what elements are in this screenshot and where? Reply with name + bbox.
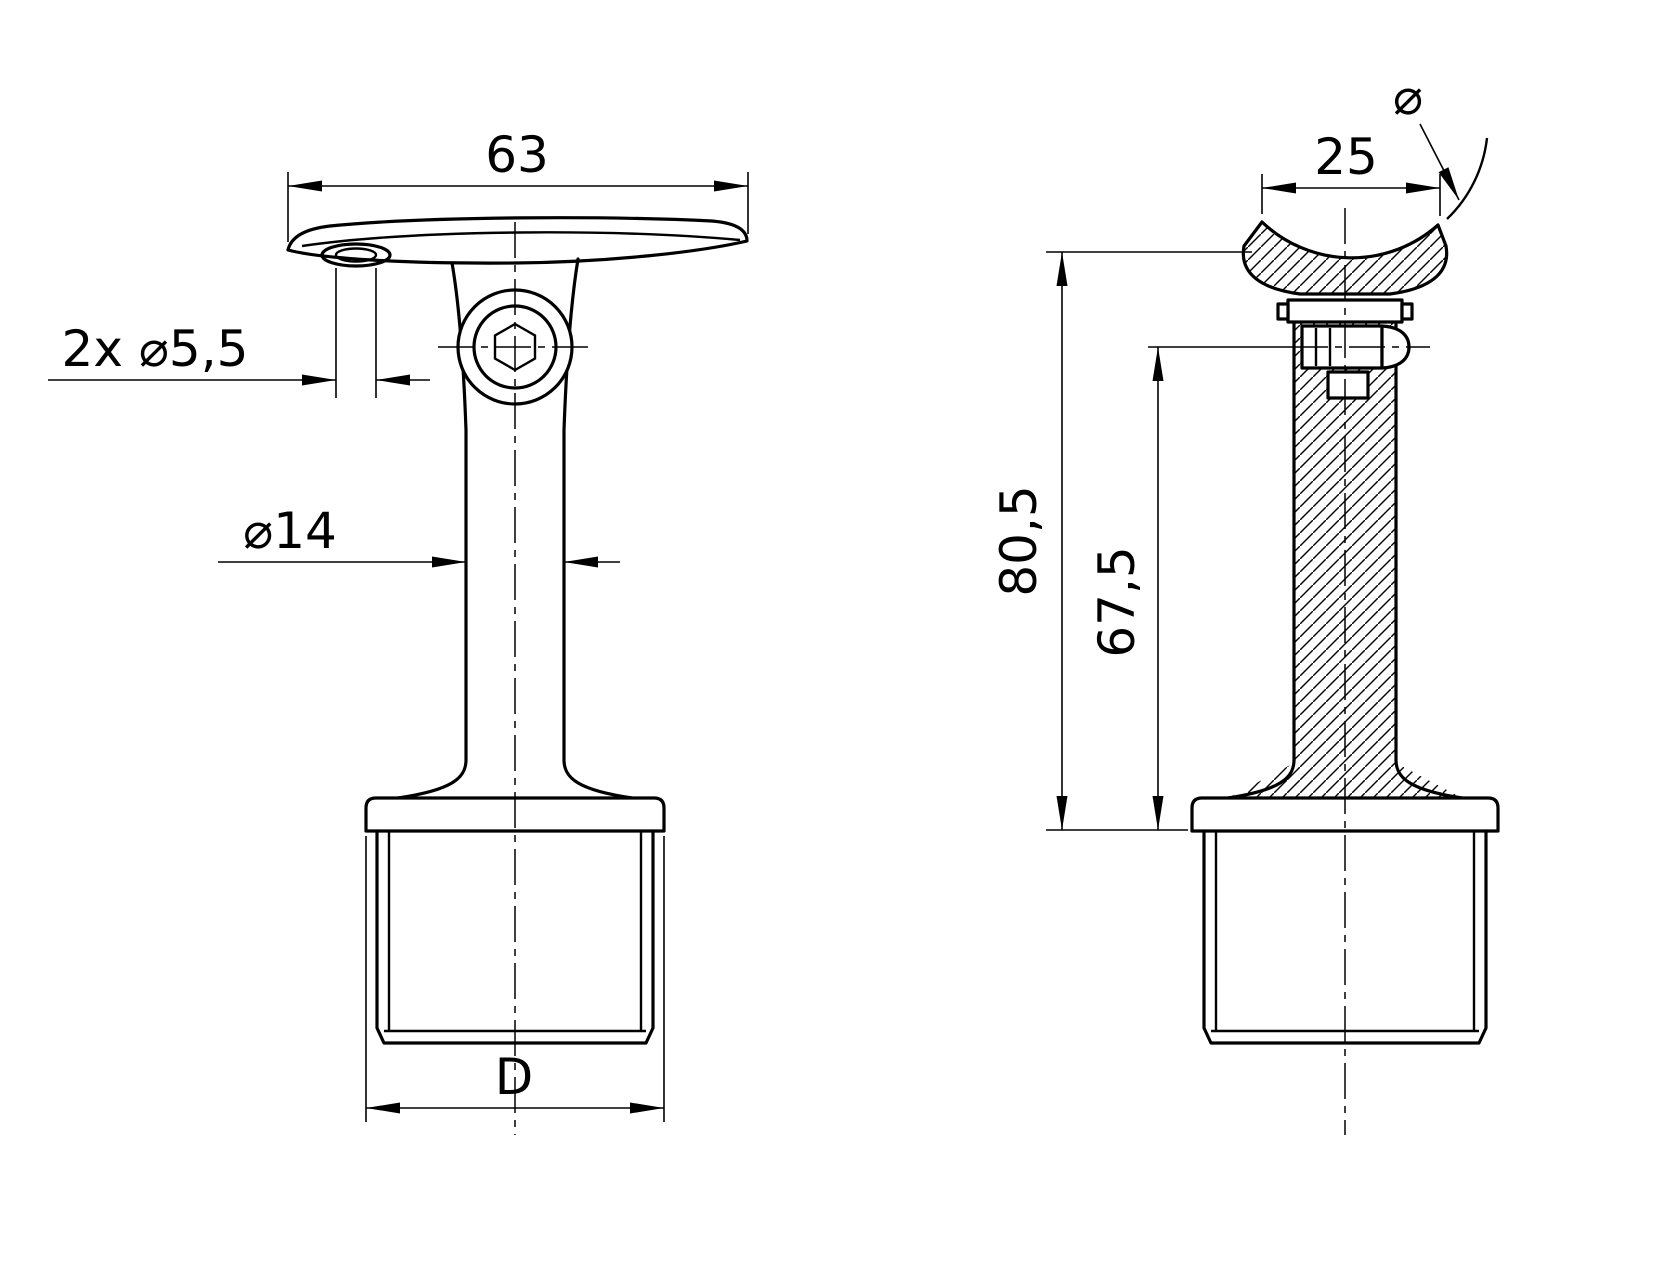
front-plate-slot-inner: [334, 247, 378, 263]
arrowhead: [714, 180, 748, 192]
dim-overall-height: 80,5: [990, 251, 1252, 831]
leader-rail-diameter: ⌀: [1393, 68, 1489, 220]
front-plate-inner-edge: [301, 231, 741, 248]
dim-label-overall-height: 80,5: [990, 485, 1048, 596]
front-stem-left-edge: [396, 261, 468, 800]
arrowhead: [1056, 252, 1068, 286]
rail-circle-arc: [1446, 137, 1489, 220]
arrowhead: [564, 556, 598, 568]
front-stem-right-edge: [562, 257, 634, 800]
dim-label-saddle-width: 25: [1314, 128, 1378, 186]
dim-screw-center-height: 67,5: [1088, 346, 1430, 830]
side-screw-hole: [1326, 370, 1370, 400]
dim-label-tube-diameter: D: [495, 1048, 534, 1106]
arrowhead: [1152, 796, 1164, 830]
dim-label-screw-center-height: 67,5: [1088, 546, 1146, 657]
arrowhead: [1438, 167, 1459, 200]
dim-label-holes: 2x ⌀5,5: [62, 320, 249, 378]
arrowhead: [1152, 347, 1164, 381]
dim-label-plate-width: 63: [485, 126, 549, 184]
arrowhead: [302, 374, 336, 386]
side-flare-left-edge: [1226, 758, 1296, 800]
arrowhead: [1056, 796, 1068, 830]
side-collar-tab-right: [1400, 302, 1414, 321]
dim-holes: 2x ⌀5,5: [48, 268, 430, 398]
side-flare-right-edge: [1394, 758, 1464, 800]
front-plate-slot-outer: [320, 242, 392, 268]
arrowhead: [376, 374, 410, 386]
dim-label-rail-diameter: ⌀: [1393, 68, 1423, 126]
dim-label-stem-diameter: ⌀14: [243, 502, 337, 560]
arrowhead: [366, 1102, 400, 1114]
side-cap-collar: [1190, 796, 1500, 833]
dim-plate-width: 63: [287, 126, 749, 242]
arrowhead: [1262, 182, 1296, 194]
arrowhead: [1406, 182, 1440, 194]
front-view: 63 2x ⌀5,5 ⌀14 D: [48, 126, 749, 1135]
side-collar-tab-left: [1276, 302, 1290, 321]
arrowhead: [630, 1102, 664, 1114]
side-tube-outline: [1202, 829, 1488, 1045]
dim-saddle-width: 25: [1261, 128, 1441, 216]
arrowhead: [288, 180, 322, 192]
arrowhead: [432, 556, 466, 568]
side-view: 25 ⌀ 80,5 67,5: [990, 68, 1500, 1135]
dim-stem-diameter: ⌀14: [218, 502, 620, 568]
front-plate-outline: [286, 216, 749, 265]
